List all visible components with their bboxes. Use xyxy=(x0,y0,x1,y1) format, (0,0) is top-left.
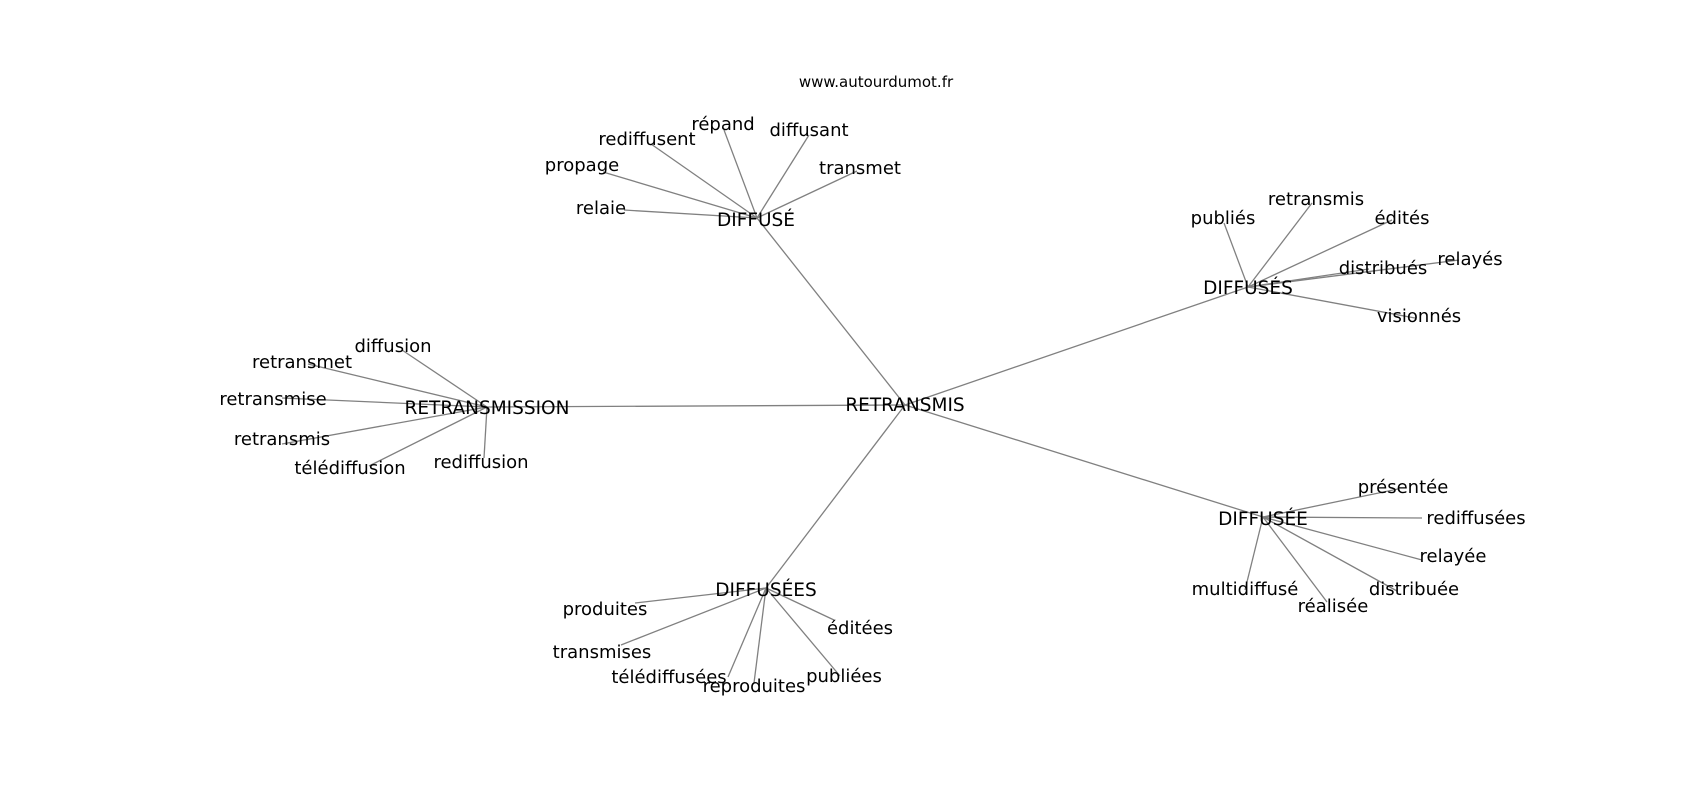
edge-diffusees-to-diffusees-reproduites xyxy=(753,587,767,684)
leaf-node-diffuse-diffusant[interactable]: diffusant xyxy=(769,120,848,141)
leaf-node-diffuses-retransmis[interactable]: retransmis xyxy=(1268,189,1364,210)
leaf-node-diffusees-publiees[interactable]: publiées xyxy=(806,666,882,687)
leaf-node-diffusees-produites[interactable]: produites xyxy=(563,599,648,620)
edge-diffuse-to-diffuse-relaie xyxy=(623,209,758,219)
edge-root-to-diffusee xyxy=(904,404,1264,518)
edge-retransmission-to-retransmission-retransmet xyxy=(307,363,488,408)
edge-root-to-retransmission xyxy=(486,404,906,408)
edge-diffuse-to-diffuse-diffusant xyxy=(756,134,810,219)
leaf-node-diffuses-publies[interactable]: publiés xyxy=(1191,208,1256,229)
edge-diffusees-to-diffusees-telediffusees xyxy=(727,587,767,678)
edge-retransmission-to-retransmission-retransmise xyxy=(281,397,488,408)
leaf-node-retransmission-retransmis[interactable]: retransmis xyxy=(234,429,330,450)
leaf-node-diffusee-distribuee[interactable]: distribuée xyxy=(1369,579,1459,600)
leaf-node-diffusee-multidiffuse[interactable]: multidiffusé xyxy=(1192,579,1299,600)
edge-diffusees-to-diffusees-produites xyxy=(634,587,767,604)
site-credit[interactable]: www.autourdumot.fr xyxy=(799,73,954,91)
edge-diffusees-to-diffusees-publiees xyxy=(765,587,841,677)
edge-root-to-diffuse xyxy=(756,217,906,406)
leaf-node-retransmission-diffusion[interactable]: diffusion xyxy=(354,336,431,357)
edge-diffuse-to-diffuse-propage xyxy=(602,171,758,219)
leaf-node-diffuse-repand[interactable]: répand xyxy=(691,114,754,135)
edge-retransmission-to-retransmission-rediffusion xyxy=(483,406,488,459)
leaf-node-diffusees-editees[interactable]: éditées xyxy=(827,618,893,639)
leaf-node-diffusee-realisee[interactable]: réalisée xyxy=(1298,596,1369,617)
edge-diffusee-to-diffusee-realisee xyxy=(1262,516,1328,603)
leaf-node-retransmission-telediffusion[interactable]: télédiffusion xyxy=(294,458,405,479)
edge-diffuses-to-diffuses-visionnes xyxy=(1247,286,1416,319)
edge-diffuse-to-diffuse-transmet xyxy=(756,170,858,219)
leaf-node-diffusees-reproduites[interactable]: reproduites xyxy=(703,676,806,697)
edge-diffusee-to-diffusee-relayee xyxy=(1262,516,1423,561)
graph-labels: RETRANSMIS DIFFUSÉ relaie propage rediffusen… xyxy=(219,114,1525,697)
leaf-node-diffuses-visionnes[interactable]: visionnés xyxy=(1377,306,1461,327)
graph-edges xyxy=(281,129,1460,684)
edge-diffusees-to-diffusees-editees xyxy=(765,587,835,621)
hub-node-diffusees[interactable]: DIFFUSÉES xyxy=(715,579,816,601)
hub-node-retransmission[interactable]: RETRANSMISSION xyxy=(405,398,570,419)
leaf-node-diffuse-relaie[interactable]: relaie xyxy=(576,198,626,219)
leaf-node-diffuse-transmet[interactable]: transmet xyxy=(819,158,901,179)
leaf-node-diffuses-edites[interactable]: édités xyxy=(1374,208,1429,229)
leaf-node-diffusees-telediffusees[interactable]: télédiffusées xyxy=(611,667,726,688)
leaf-node-retransmission-retransmise[interactable]: retransmise xyxy=(219,389,326,410)
edge-diffusees-to-diffusees-transmises xyxy=(620,587,767,646)
leaf-node-retransmission-retransmet[interactable]: retransmet xyxy=(252,352,352,373)
edge-diffuses-to-diffuses-publies xyxy=(1223,222,1249,288)
edge-diffuse-to-diffuse-repand xyxy=(723,129,758,219)
edge-diffusee-to-diffusee-multidiffuse xyxy=(1244,516,1264,591)
edge-root-to-diffuses xyxy=(904,286,1249,406)
edge-retransmission-to-retransmission-diffusion xyxy=(401,349,488,408)
leaf-node-diffusee-rediffusees[interactable]: rediffusées xyxy=(1426,508,1525,529)
edge-retransmission-to-retransmission-retransmis xyxy=(281,406,488,445)
edge-root-to-diffusees xyxy=(765,404,906,589)
hub-node-diffuse[interactable]: DIFFUSÉ xyxy=(717,209,795,231)
leaf-node-diffusee-presentee[interactable]: présentée xyxy=(1358,477,1449,498)
leaf-node-diffuse-propage[interactable]: propage xyxy=(545,155,619,176)
edge-diffusee-to-diffusee-rediffusees xyxy=(1262,516,1423,519)
leaf-node-diffuse-rediffusent[interactable]: rediffusent xyxy=(598,129,695,150)
hub-node-diffuses[interactable]: DIFFUSÉS xyxy=(1203,277,1293,299)
leaf-node-diffuses-distribues[interactable]: distribués xyxy=(1339,258,1428,279)
leaf-node-diffusees-transmises[interactable]: transmises xyxy=(553,642,652,663)
edge-diffuses-to-diffuses-edites xyxy=(1247,219,1393,288)
leaf-node-diffuses-relayes[interactable]: relayés xyxy=(1437,249,1502,270)
edge-retransmission-to-retransmission-telediffusion xyxy=(368,406,488,467)
edge-diffuses-to-diffuses-relayes xyxy=(1247,259,1460,288)
root-word-node[interactable]: RETRANSMIS xyxy=(845,395,964,416)
edge-diffuse-to-diffuse-rediffusent xyxy=(650,143,758,219)
edge-diffuses-to-diffuses-retransmis xyxy=(1247,202,1313,288)
hub-node-diffusee[interactable]: DIFFUSÉE xyxy=(1218,508,1308,530)
leaf-node-retransmission-rediffusion[interactable]: rediffusion xyxy=(433,452,528,473)
leaf-node-diffusee-relayee[interactable]: relayée xyxy=(1420,546,1487,567)
edge-diffusee-to-diffusee-presentee xyxy=(1262,488,1399,518)
edge-diffusee-to-diffusee-distribuee xyxy=(1262,516,1398,592)
